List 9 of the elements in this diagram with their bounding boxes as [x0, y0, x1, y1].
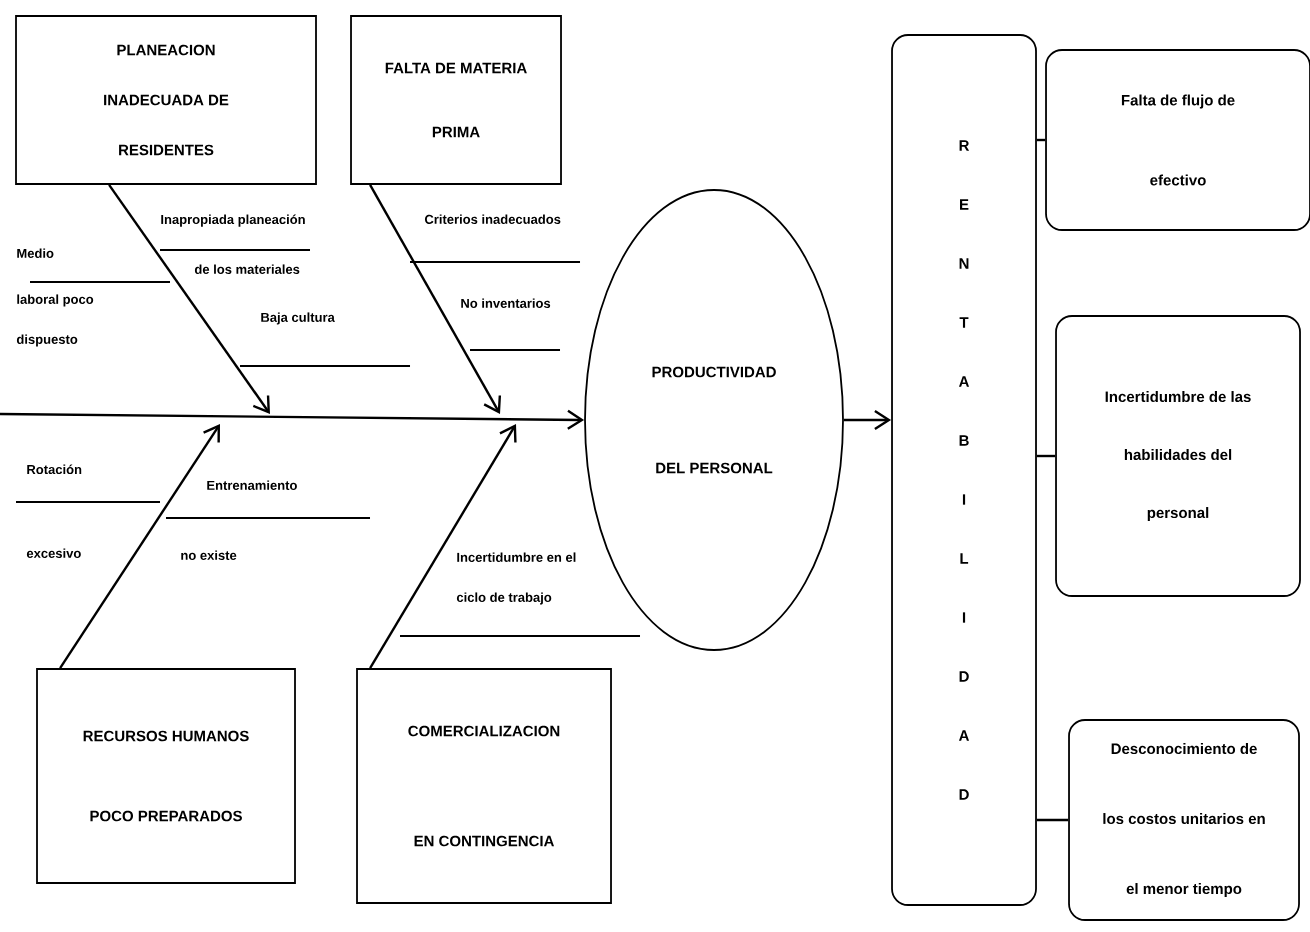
- spine-arrow: [0, 409, 585, 430]
- bone-arrow: [59, 424, 220, 669]
- bone-arrow: [369, 424, 517, 669]
- bone-arrow: [108, 184, 270, 414]
- bone-arrow: [369, 184, 502, 414]
- connector-line: [1036, 138, 1046, 142]
- connector-line: [1036, 818, 1069, 822]
- arrow: [843, 410, 892, 430]
- connector-line: [1036, 454, 1056, 458]
